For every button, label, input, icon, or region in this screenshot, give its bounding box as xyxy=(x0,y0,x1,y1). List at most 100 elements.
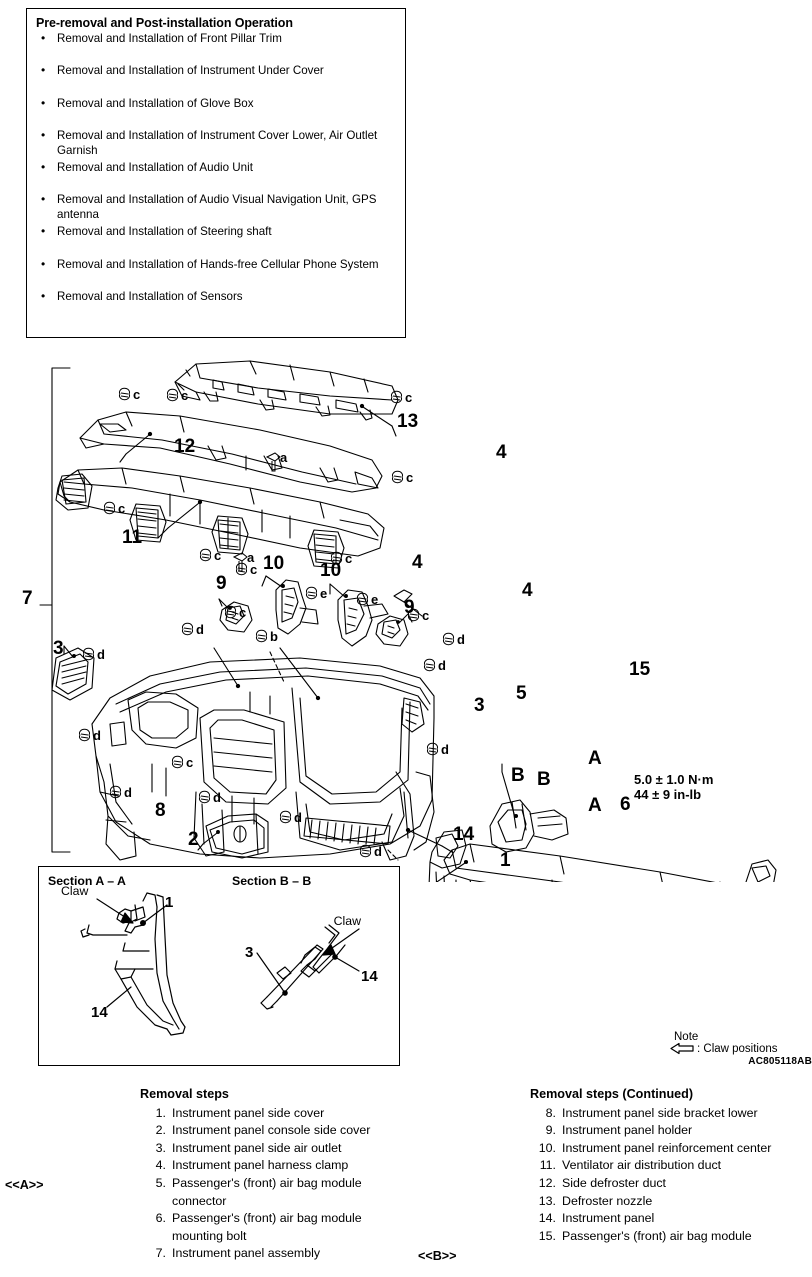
list-item: 3. Instrument panel side air outlet xyxy=(140,1140,407,1158)
part-side-defroster-duct-12 xyxy=(79,411,383,493)
part-console-side-cover-2 xyxy=(202,813,269,859)
list-item-label: Removal and Installation of Instrument C… xyxy=(57,129,378,157)
step-label: Passenger's (front) air bag module conne… xyxy=(172,1175,362,1208)
list-item: 14. Instrument panel xyxy=(530,1210,807,1228)
svg-text:a: a xyxy=(280,450,288,465)
pre-removal-list: • Removal and Installation of Front Pill… xyxy=(27,31,405,304)
bullet-icon: • xyxy=(41,128,46,143)
fastener-d: d xyxy=(110,785,132,800)
callout-c4c: 4 xyxy=(522,580,533,601)
list-item: • Removal and Installation of Steering s… xyxy=(27,224,405,239)
step-number: 10. xyxy=(538,1140,556,1155)
callout-c13: 13 xyxy=(397,411,418,432)
fastener-e: e xyxy=(357,592,378,607)
fastener-d: d xyxy=(79,728,101,743)
fastener-c: c xyxy=(391,390,412,405)
section-marker-b: <<B>> xyxy=(418,1249,457,1263)
svg-text:5.0 ± 1.0 N·m: 5.0 ± 1.0 N·m xyxy=(634,772,713,787)
callout-secA1: A xyxy=(588,748,602,769)
svg-text:c: c xyxy=(239,605,246,620)
svg-text:d: d xyxy=(457,632,465,647)
step-number: 12. xyxy=(538,1175,556,1190)
svg-text:d: d xyxy=(374,844,382,859)
section-marker-a: <<A>> xyxy=(5,1178,44,1192)
svg-text:14: 14 xyxy=(91,1004,108,1021)
step-number: 7. xyxy=(155,1246,166,1261)
svg-text:c: c xyxy=(214,548,221,563)
list-item: 13. Defroster nozzle xyxy=(530,1193,807,1211)
callout-c3a: 3 xyxy=(53,638,64,659)
svg-text:c: c xyxy=(250,562,257,577)
list-item-label: Removal and Installation of Audio Unit xyxy=(57,161,253,175)
svg-text:d: d xyxy=(196,622,204,637)
part-reinforcement-bar-harness-4 xyxy=(428,771,777,882)
fastener-d: d xyxy=(427,742,449,757)
callout-c9a: 9 xyxy=(216,573,227,594)
svg-text:d: d xyxy=(97,647,105,662)
svg-text:3: 3 xyxy=(245,944,253,961)
svg-text:c: c xyxy=(345,551,352,566)
list-item: 15. Passenger's (front) air bag module xyxy=(530,1228,807,1246)
fastener-c: c xyxy=(167,388,188,403)
fastener-d: d xyxy=(280,810,302,825)
section-b-title: Section B – B xyxy=(232,874,312,888)
fastener-c: c xyxy=(236,562,257,577)
list-item-label: Removal and Installation of Hands-free C… xyxy=(57,257,379,271)
pre-removal-operation-box: Pre-removal and Post-installation Operat… xyxy=(26,8,406,338)
part-instrument-panel-holder-9-right xyxy=(375,613,409,647)
step-label: Instrument panel console side cover xyxy=(172,1123,371,1138)
removal-steps-title: Removal steps xyxy=(140,1087,229,1101)
step-number: 1. xyxy=(155,1105,166,1120)
list-item-label: Removal and Installation of Glove Box xyxy=(57,96,254,110)
list-item: 2. Instrument panel console side cover xyxy=(140,1122,407,1140)
svg-text:d: d xyxy=(124,785,132,800)
list-item: 4. Instrument panel harness clamp xyxy=(140,1157,407,1175)
part-ventilator-air-distribution-duct-11 xyxy=(55,467,385,569)
step-number: 8. xyxy=(545,1105,556,1120)
part-defroster-nozzle-13 xyxy=(174,360,399,427)
callout-c2: 2 xyxy=(188,829,199,850)
fastener-a: a xyxy=(265,450,288,472)
removal-steps-left: Removal steps 1. Instrument panel side c… xyxy=(140,1086,410,1263)
callout-c7: 7 xyxy=(22,588,33,609)
list-item: 1. Instrument panel side cover xyxy=(140,1105,407,1123)
part-instrument-panel-14 xyxy=(91,647,443,861)
bullet-icon: • xyxy=(41,224,46,239)
fastener-d: d xyxy=(83,647,105,662)
list-item: 10. Instrument panel reinforcement cente… xyxy=(530,1140,807,1158)
torque-spec: 5.0 ± 1.0 N·m 44 ± 9 in-lb xyxy=(634,772,713,802)
assembly-bracket-7 xyxy=(39,367,71,853)
svg-text:14: 14 xyxy=(361,968,378,985)
svg-text:d: d xyxy=(213,790,221,805)
list-item: 7. Instrument panel assembly xyxy=(140,1245,407,1263)
fastener-e: e xyxy=(306,586,327,601)
fastener-d: d xyxy=(199,790,221,805)
bullet-icon: • xyxy=(41,31,46,45)
figure-id: AC805118AB xyxy=(748,1056,812,1067)
list-item: 9. Instrument panel holder xyxy=(530,1122,807,1140)
list-item-label: Removal and Installation of Front Pillar… xyxy=(57,32,282,45)
note-block: Note : Claw positions AC805118AB xyxy=(668,1031,812,1081)
step-number: 6. xyxy=(155,1211,166,1226)
list-item: 11. Ventilator air distribution duct xyxy=(530,1157,807,1175)
list-item-label: Removal and Installation of Instrument U… xyxy=(57,64,324,78)
fastener-c: c xyxy=(200,548,221,563)
callout-c4a: 4 xyxy=(496,442,507,463)
callout-c14a: 14 xyxy=(453,824,475,845)
svg-text:c: c xyxy=(186,755,193,770)
bullet-icon: • xyxy=(41,256,46,271)
svg-text:d: d xyxy=(441,742,449,757)
fastener-c: c xyxy=(225,605,246,620)
list-item: • Removal and Installation of Front Pill… xyxy=(27,31,405,46)
bullet-icon: • xyxy=(41,95,46,110)
removal-steps-right: Removal steps (Continued) 8. Instrument … xyxy=(530,1086,812,1245)
step-number: 13. xyxy=(538,1193,556,1208)
fastener-c: c xyxy=(392,470,413,485)
step-number: 2. xyxy=(155,1123,166,1138)
callout-c4b: 4 xyxy=(412,552,423,573)
svg-text:d: d xyxy=(438,658,446,673)
pre-removal-title: Pre-removal and Post-installation Operat… xyxy=(36,16,293,30)
callout-secB1: B xyxy=(511,765,525,786)
